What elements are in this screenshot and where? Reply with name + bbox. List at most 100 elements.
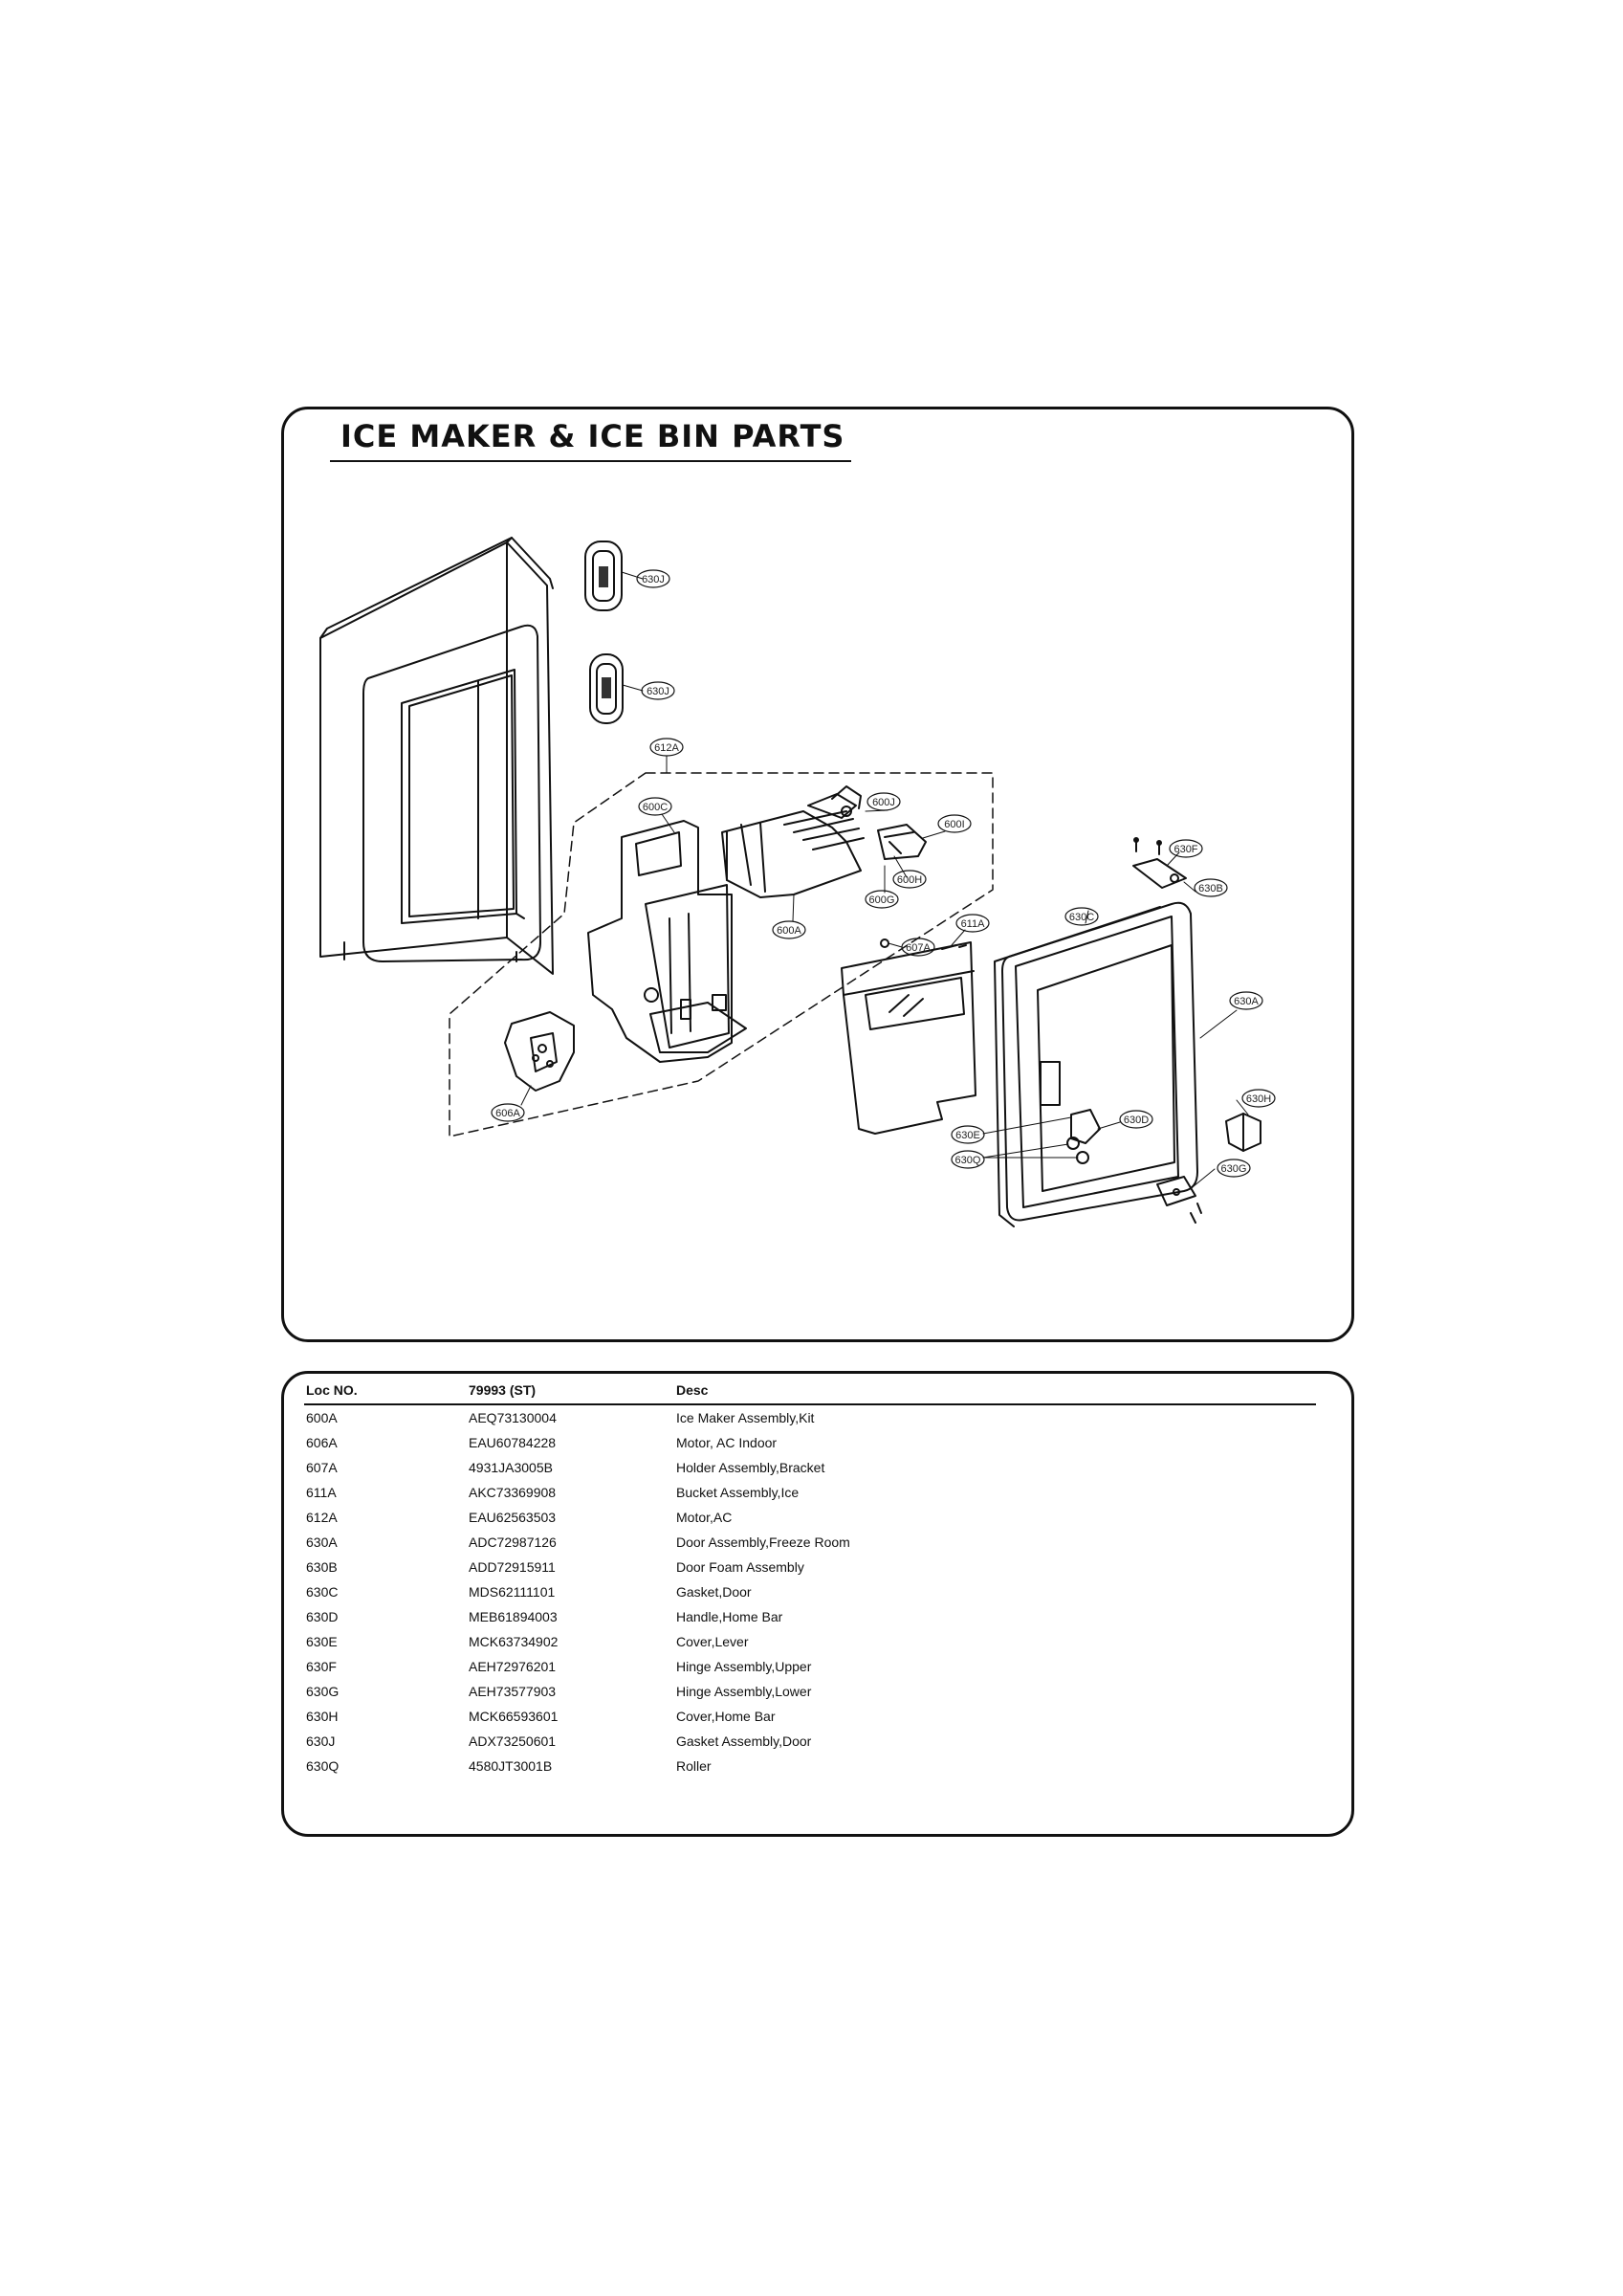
cell-part-number: EAU62563503 — [469, 1510, 557, 1525]
callout-label: 606A — [495, 1108, 520, 1119]
cell-desc: Holder Assembly,Bracket — [676, 1460, 825, 1475]
callout-label: 630H — [1246, 1093, 1271, 1105]
table-row: 612A EAU62563503 Motor,AC — [304, 1505, 1316, 1530]
cell-part-number: MDS62111101 — [469, 1584, 556, 1600]
callout-630a: 630A — [1229, 991, 1263, 1010]
table-row: 607A 4931JA3005B Holder Assembly,Bracket — [304, 1455, 1316, 1480]
table-header-row: Loc NO. 79993 (ST) Desc — [304, 1380, 1316, 1405]
cell-loc-no: 630H — [306, 1709, 339, 1724]
cell-desc: Cover,Home Bar — [676, 1709, 776, 1724]
callout-600i: 600I — [937, 814, 972, 833]
table-row: 630H MCK66593601 Cover,Home Bar — [304, 1704, 1316, 1729]
cell-loc-no: 606A — [306, 1435, 338, 1450]
cell-desc: Door Foam Assembly — [676, 1559, 804, 1575]
callout-600a: 600A — [772, 920, 806, 939]
callout-label: 630F — [1173, 844, 1197, 855]
cell-loc-no: 630G — [306, 1684, 340, 1699]
callout-612a: 612A — [649, 738, 684, 757]
door-gasket-630j-lower — [589, 653, 624, 724]
cell-part-number: AEQ73130004 — [469, 1410, 557, 1425]
cell-loc-no: 630Q — [306, 1758, 340, 1774]
callout-label: 600I — [944, 819, 964, 830]
cell-loc-no: 630F — [306, 1659, 337, 1674]
callout-label: 630Q — [955, 1155, 981, 1166]
page-title: ICE MAKER & ICE BIN PARTS — [340, 418, 845, 454]
header-part-number: 79993 (ST) — [467, 1380, 674, 1405]
cell-loc-no: 630D — [306, 1609, 339, 1624]
cell-part-number: MCK66593601 — [469, 1709, 559, 1724]
header-desc: Desc — [674, 1380, 1316, 1405]
callout-label: 630A — [1234, 996, 1259, 1007]
ice-maker-assembly-boundary — [449, 772, 994, 1137]
callout-600h: 600H — [892, 870, 927, 889]
callout-leaders — [520, 571, 1249, 1187]
callout-label: 600G — [869, 894, 895, 906]
freezer-door-frame — [319, 537, 554, 975]
callout-label: 600J — [872, 797, 895, 808]
callout-label: 630G — [1221, 1163, 1247, 1175]
callout-label: 600H — [897, 874, 922, 886]
cell-loc-no: 607A — [306, 1460, 338, 1475]
callout-606a: 606A — [491, 1103, 525, 1122]
callout-600j: 600J — [866, 792, 901, 811]
callout-630j-lower: 630J — [641, 681, 675, 700]
exploded-parts-diagram: 630J 630J 612A 600C 600J 600I 600H 600G … — [319, 537, 1276, 1227]
callout-label: 600C — [643, 802, 668, 813]
cell-desc: Roller — [676, 1758, 712, 1774]
cell-loc-no: 630E — [306, 1634, 338, 1649]
cell-desc: Gasket Assembly,Door — [676, 1733, 812, 1749]
cell-part-number: EAU60784228 — [469, 1435, 557, 1450]
upper-hinge — [1132, 837, 1187, 889]
cell-part-number: AEH72976201 — [469, 1659, 557, 1674]
parts-table: Loc NO. 79993 (ST) Desc 600A AEQ73130004 I… — [304, 1380, 1316, 1778]
cell-part-number: MCK63734902 — [469, 1634, 559, 1649]
cell-part-number: ADX73250601 — [469, 1733, 557, 1749]
cell-loc-no: 630J — [306, 1733, 336, 1749]
callout-630d: 630D — [1119, 1110, 1153, 1129]
cell-part-number: ADD72915911 — [469, 1559, 556, 1575]
callout-630e: 630E — [951, 1125, 985, 1144]
callout-label: 630D — [1124, 1115, 1149, 1126]
cell-desc: Door Assembly,Freeze Room — [676, 1534, 850, 1550]
cell-loc-no: 612A — [306, 1510, 338, 1525]
lower-hinge — [1156, 1176, 1202, 1224]
cell-desc: Hinge Assembly,Lower — [676, 1684, 812, 1699]
callout-630c: 630C — [1064, 907, 1099, 926]
cell-part-number: 4931JA3005B — [469, 1460, 553, 1475]
cell-part-number: AEH73577903 — [469, 1684, 557, 1699]
callout-label: 630B — [1198, 883, 1223, 894]
parts-table-body: 600A AEQ73130004 Ice Maker Assembly,Kit 606… — [304, 1404, 1316, 1778]
cell-loc-no: 630C — [306, 1584, 339, 1600]
ice-maker-bracket — [587, 820, 747, 1063]
cell-part-number: AKC73369908 — [469, 1485, 557, 1500]
cell-loc-no: 600A — [306, 1410, 338, 1425]
cell-desc: Motor,AC — [676, 1510, 733, 1525]
ice-maker-assembly — [721, 785, 865, 898]
callout-607a: 607A — [901, 938, 935, 957]
motor-606a — [504, 1011, 575, 1092]
callout-630f: 630F — [1169, 839, 1203, 858]
cell-desc: Cover,Lever — [676, 1634, 749, 1649]
callout-630g: 630G — [1217, 1159, 1251, 1178]
callout-label: 630J — [642, 574, 665, 585]
cell-loc-no: 630B — [306, 1559, 338, 1575]
table-row: 630E MCK63734902 Cover,Lever — [304, 1629, 1316, 1654]
parts-list-panel — [281, 1371, 1354, 1837]
table-row: 600A AEQ73130004 Ice Maker Assembly,Kit — [304, 1404, 1316, 1430]
ice-maker-cover-parts — [877, 824, 927, 860]
callout-label: 630J — [647, 686, 669, 697]
table-row: 630J ADX73250601 Gasket Assembly,Door — [304, 1729, 1316, 1754]
title-underline — [330, 460, 851, 462]
callout-611a: 611A — [955, 914, 990, 933]
table-row: 630G AEH73577903 Hinge Assembly,Lower — [304, 1679, 1316, 1704]
cell-loc-no: 611A — [306, 1485, 337, 1500]
cell-desc: Ice Maker Assembly,Kit — [676, 1410, 815, 1425]
callout-630q: 630Q — [951, 1150, 985, 1169]
